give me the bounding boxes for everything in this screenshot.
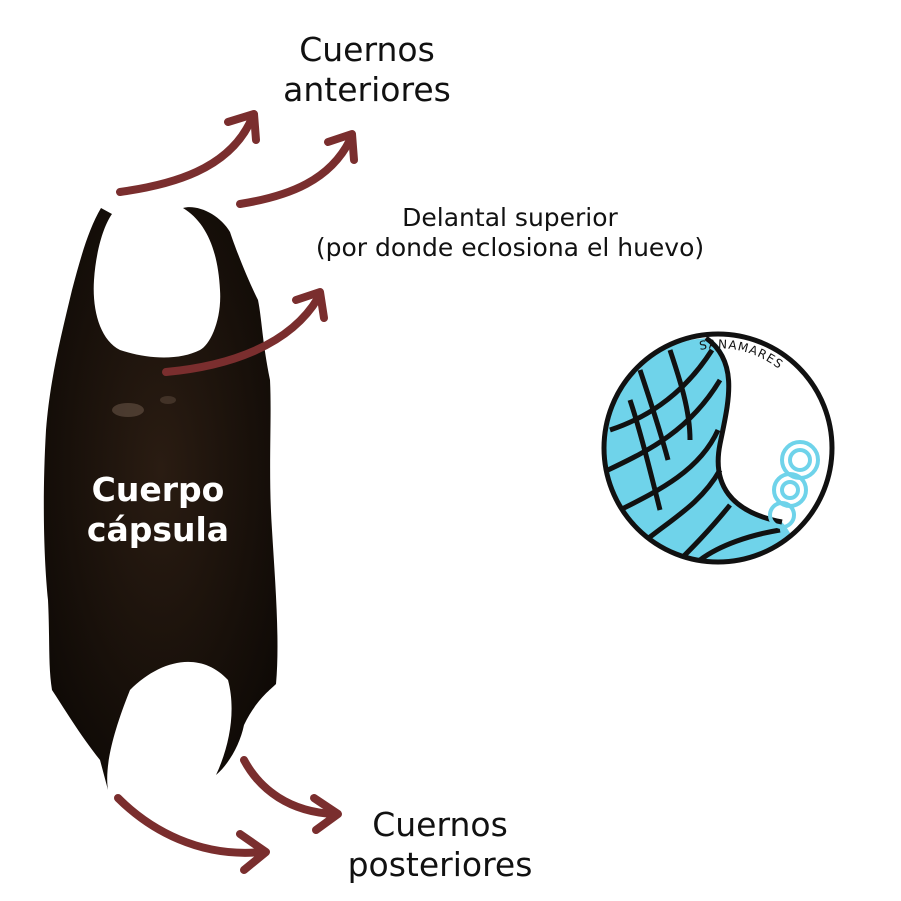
arrow-anterior-left-head bbox=[224, 110, 260, 144]
capsule-highlight bbox=[112, 403, 144, 417]
label-capsule-body: Cuerpo cápsula bbox=[78, 470, 238, 549]
arrow-posterior-left bbox=[114, 794, 266, 857]
arrow-posterior-left-head bbox=[236, 830, 270, 874]
label-line: Cuernos bbox=[299, 30, 435, 69]
label-line: posteriores bbox=[347, 844, 533, 884]
label-line: Cuernos bbox=[372, 805, 508, 844]
arrow-anterior-right bbox=[236, 136, 354, 208]
arrow-apron bbox=[162, 294, 322, 376]
arrow-anterior-left bbox=[116, 114, 256, 196]
label-posterior-horns: Cuernos posteriores bbox=[340, 805, 540, 884]
label-line: anteriores bbox=[283, 69, 451, 109]
label-anterior-horns: Cuernos anteriores bbox=[276, 30, 458, 109]
label-line: (por donde eclosiona el huevo) bbox=[315, 233, 705, 262]
label-upper-apron: Delantal superior (por donde eclosiona e… bbox=[282, 203, 738, 263]
label-line: cápsula bbox=[86, 509, 230, 549]
label-line: Cuerpo bbox=[91, 470, 225, 509]
arrow-apron-head bbox=[292, 288, 328, 322]
logo-curl-waves bbox=[768, 440, 820, 529]
arrow-anterior-right-head bbox=[324, 130, 358, 164]
arrows bbox=[114, 110, 358, 874]
arrow-posterior-right bbox=[240, 756, 338, 818]
sanamares-logo: SANAMARES bbox=[601, 331, 835, 565]
label-line: Delantal superior bbox=[402, 203, 618, 232]
capsule-highlight bbox=[160, 396, 176, 404]
egg-capsule bbox=[43, 207, 278, 791]
arrow-posterior-right-head bbox=[310, 794, 342, 834]
